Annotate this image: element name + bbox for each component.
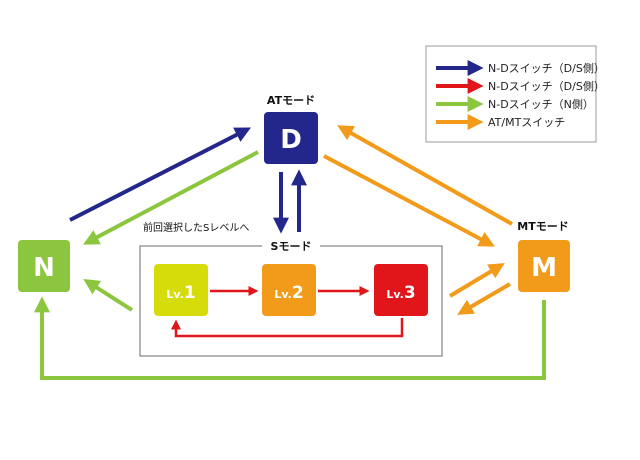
arrow-lv3-to-lv1 [171, 318, 404, 338]
level-2-prefix: Lv. [274, 288, 291, 301]
at-mode-label: ATモード [267, 94, 315, 107]
level-1-label: Lv.1 [166, 283, 195, 303]
prev-s-level-label: 前回選択したSレベルへ [143, 221, 249, 234]
level-3-label: Lv.3 [386, 283, 415, 303]
node-m: M [518, 240, 570, 292]
legend-label-red: N-Dスイッチ（D/S側） [488, 80, 605, 93]
level-3-box [374, 264, 428, 316]
legend-item-navy: N-Dスイッチ（D/S側） [436, 60, 605, 76]
arrow-m-to-s [457, 282, 512, 315]
level-2-number: 2 [292, 283, 304, 303]
legend: N-Dスイッチ（D/S側） N-Dスイッチ（D/S側） N-Dスイッチ（N側） … [425, 45, 605, 143]
node-d-box [264, 112, 318, 164]
legend-label-green: N-Dスイッチ（N側） [488, 98, 594, 111]
arrow-m-to-d [337, 125, 513, 226]
legend-item-green: N-Dスイッチ（N側） [436, 96, 594, 112]
level-2-label: Lv.2 [274, 283, 303, 303]
mt-mode-label: MTモード [517, 220, 568, 233]
arrow-d-to-n [83, 150, 259, 245]
level-3-prefix: Lv. [386, 288, 403, 301]
arrow-m-to-n [34, 296, 546, 380]
arrow-s-to-m [448, 263, 505, 298]
legend-item-orange: AT/MTスイッチ [436, 114, 565, 130]
node-d-letter: D [280, 125, 302, 155]
arrow-n-to-d [69, 127, 251, 222]
node-m-letter: M [531, 253, 557, 283]
level-3: Lv.3 [374, 264, 428, 316]
node-d: D [264, 112, 318, 164]
level-3-number: 3 [404, 283, 416, 303]
node-n: N [18, 240, 70, 292]
level-1-box [154, 264, 208, 316]
arrow-d-to-m [323, 154, 495, 247]
level-1-number: 1 [184, 283, 196, 303]
level-1-prefix: Lv. [166, 288, 183, 301]
level-1: Lv.1 [154, 264, 208, 316]
legend-label-navy: N-Dスイッチ（D/S側） [488, 62, 605, 75]
s-mode-label: Sモード [271, 240, 312, 253]
legend-item-red: N-Dスイッチ（D/S側） [436, 78, 605, 94]
s-mode-frame: Sモード [139, 237, 443, 357]
arrow-s-to-n [83, 278, 134, 312]
legend-label-orange: AT/MTスイッチ [488, 116, 565, 129]
node-m-box [518, 240, 570, 292]
level-2: Lv.2 [262, 264, 316, 316]
node-n-box [18, 240, 70, 292]
level-2-box [262, 264, 316, 316]
node-n-letter: N [33, 253, 55, 283]
